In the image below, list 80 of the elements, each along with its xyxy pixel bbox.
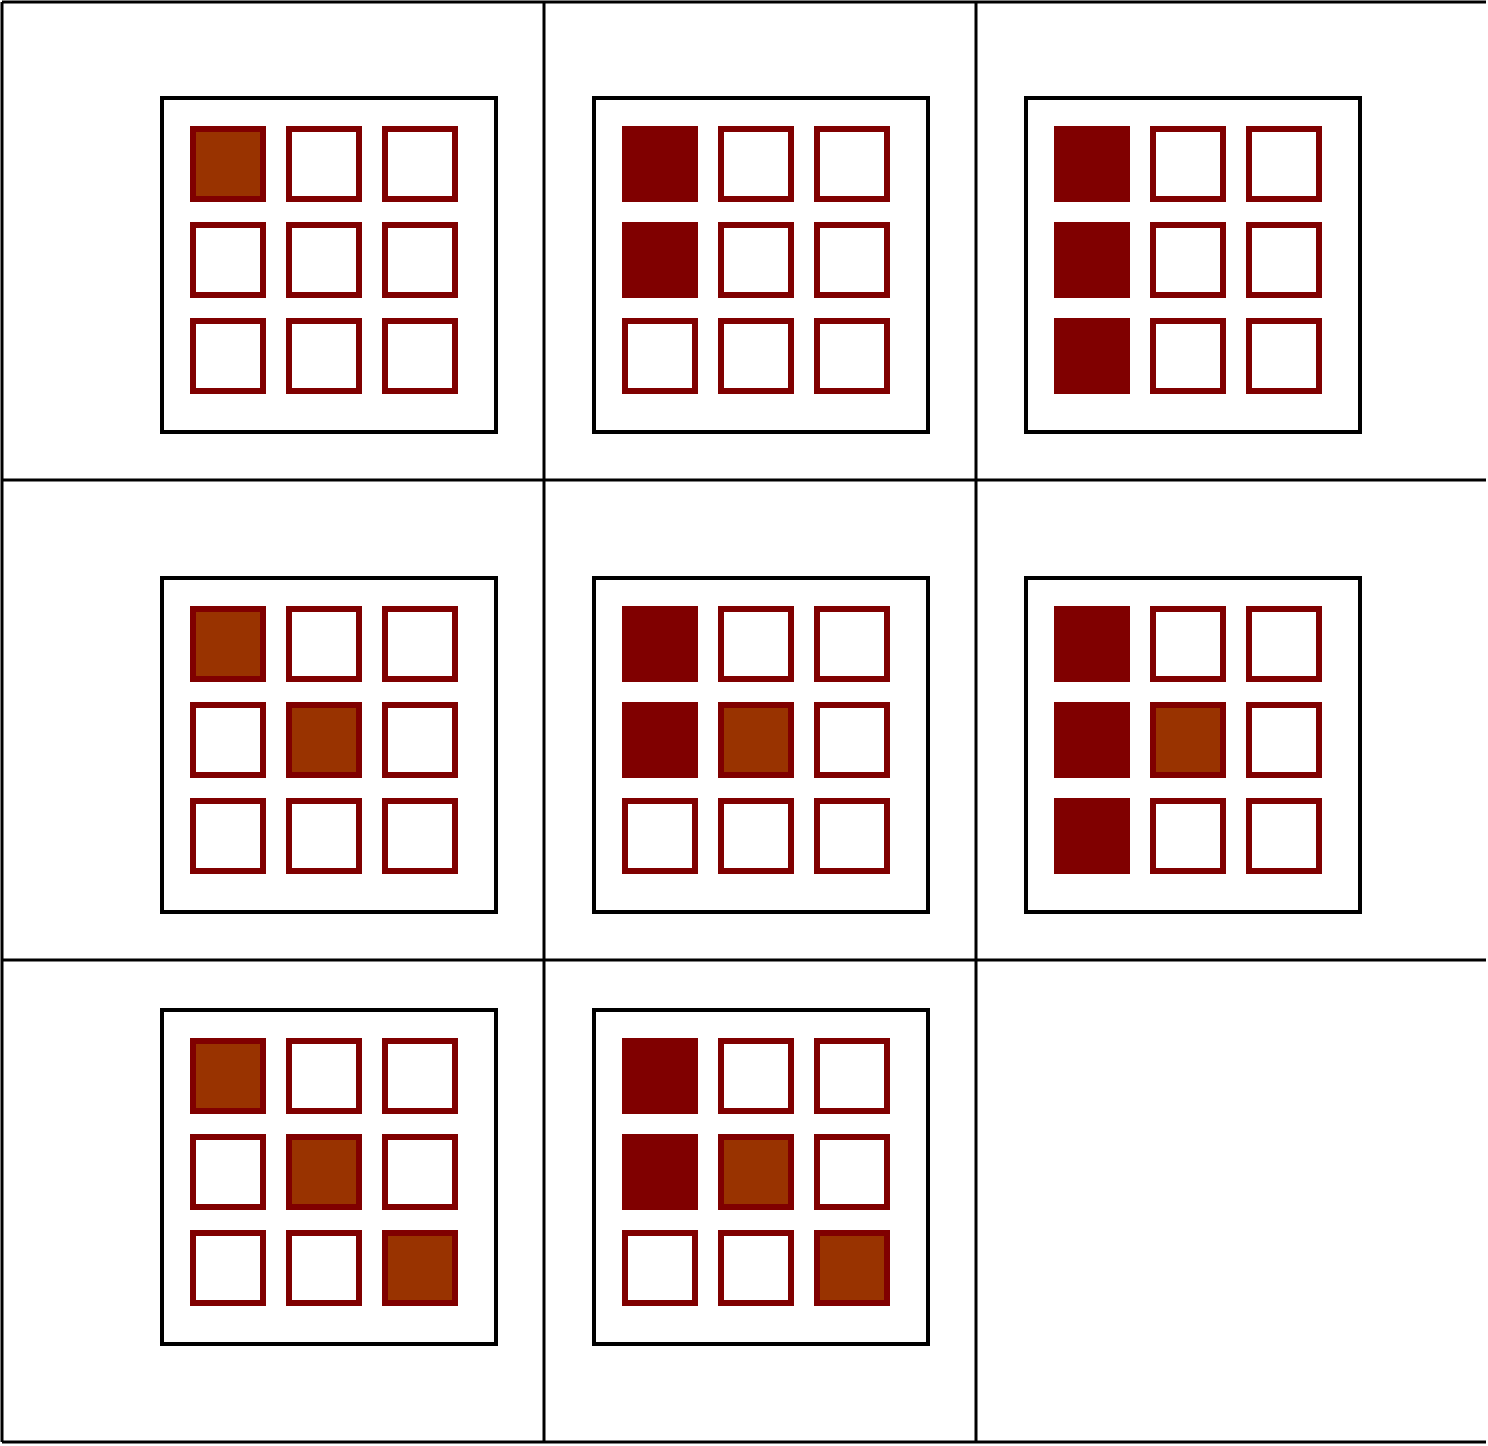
filled-square — [1150, 702, 1226, 778]
empty-square — [382, 702, 458, 778]
empty-square — [1246, 318, 1322, 394]
empty-square — [814, 1038, 890, 1114]
empty-square — [1150, 318, 1226, 394]
filled-square — [622, 1134, 698, 1210]
empty-square — [286, 126, 362, 202]
filled-square — [622, 1038, 698, 1114]
empty-square — [382, 1038, 458, 1114]
filled-square — [190, 1038, 266, 1114]
empty-square — [814, 126, 890, 202]
panel-frame — [160, 96, 498, 434]
empty-square — [286, 606, 362, 682]
empty-square — [190, 1230, 266, 1306]
filled-square — [190, 126, 266, 202]
empty-square — [814, 222, 890, 298]
empty-square — [718, 1230, 794, 1306]
empty-square — [382, 798, 458, 874]
empty-square — [382, 222, 458, 298]
empty-square — [1246, 798, 1322, 874]
filled-square — [1054, 606, 1130, 682]
filled-square — [382, 1230, 458, 1306]
empty-square — [382, 606, 458, 682]
filled-square — [1054, 222, 1130, 298]
filled-square — [718, 1134, 794, 1210]
empty-square — [814, 606, 890, 682]
empty-square — [286, 1230, 362, 1306]
empty-square — [382, 1134, 458, 1210]
filled-square — [622, 606, 698, 682]
empty-square — [1246, 126, 1322, 202]
filled-square — [718, 702, 794, 778]
filled-square — [190, 606, 266, 682]
panel-frame — [592, 96, 930, 434]
filled-square — [1054, 318, 1130, 394]
empty-square — [622, 798, 698, 874]
filled-square — [814, 1230, 890, 1306]
filled-square — [286, 702, 362, 778]
panel-frame — [160, 1008, 498, 1346]
empty-square — [814, 318, 890, 394]
empty-square — [814, 798, 890, 874]
empty-square — [190, 702, 266, 778]
empty-square — [814, 702, 890, 778]
filled-square — [622, 126, 698, 202]
filled-square — [286, 1134, 362, 1210]
filled-square — [622, 702, 698, 778]
empty-square — [190, 318, 266, 394]
empty-square — [718, 1038, 794, 1114]
filled-square — [1054, 126, 1130, 202]
empty-square — [1246, 222, 1322, 298]
empty-square — [1246, 606, 1322, 682]
filled-square — [622, 222, 698, 298]
empty-square — [718, 126, 794, 202]
panel-frame — [1024, 576, 1362, 914]
empty-square — [1150, 798, 1226, 874]
filled-square — [1054, 702, 1130, 778]
panel-frame — [1024, 96, 1362, 434]
empty-square — [622, 1230, 698, 1306]
empty-square — [190, 222, 266, 298]
empty-square — [1150, 126, 1226, 202]
empty-square — [622, 318, 698, 394]
empty-square — [718, 318, 794, 394]
filled-square — [1054, 798, 1130, 874]
empty-square — [190, 1134, 266, 1210]
panel-frame — [592, 1008, 930, 1346]
empty-square — [382, 126, 458, 202]
empty-square — [1246, 702, 1322, 778]
empty-square — [718, 606, 794, 682]
empty-square — [286, 1038, 362, 1114]
panel-frame — [592, 576, 930, 914]
empty-square — [718, 798, 794, 874]
empty-square — [286, 222, 362, 298]
empty-square — [718, 222, 794, 298]
panel-frame — [160, 576, 498, 914]
empty-square — [814, 1134, 890, 1210]
empty-square — [382, 318, 458, 394]
empty-square — [286, 798, 362, 874]
empty-square — [190, 798, 266, 874]
empty-square — [1150, 222, 1226, 298]
empty-square — [286, 318, 362, 394]
empty-square — [1150, 606, 1226, 682]
